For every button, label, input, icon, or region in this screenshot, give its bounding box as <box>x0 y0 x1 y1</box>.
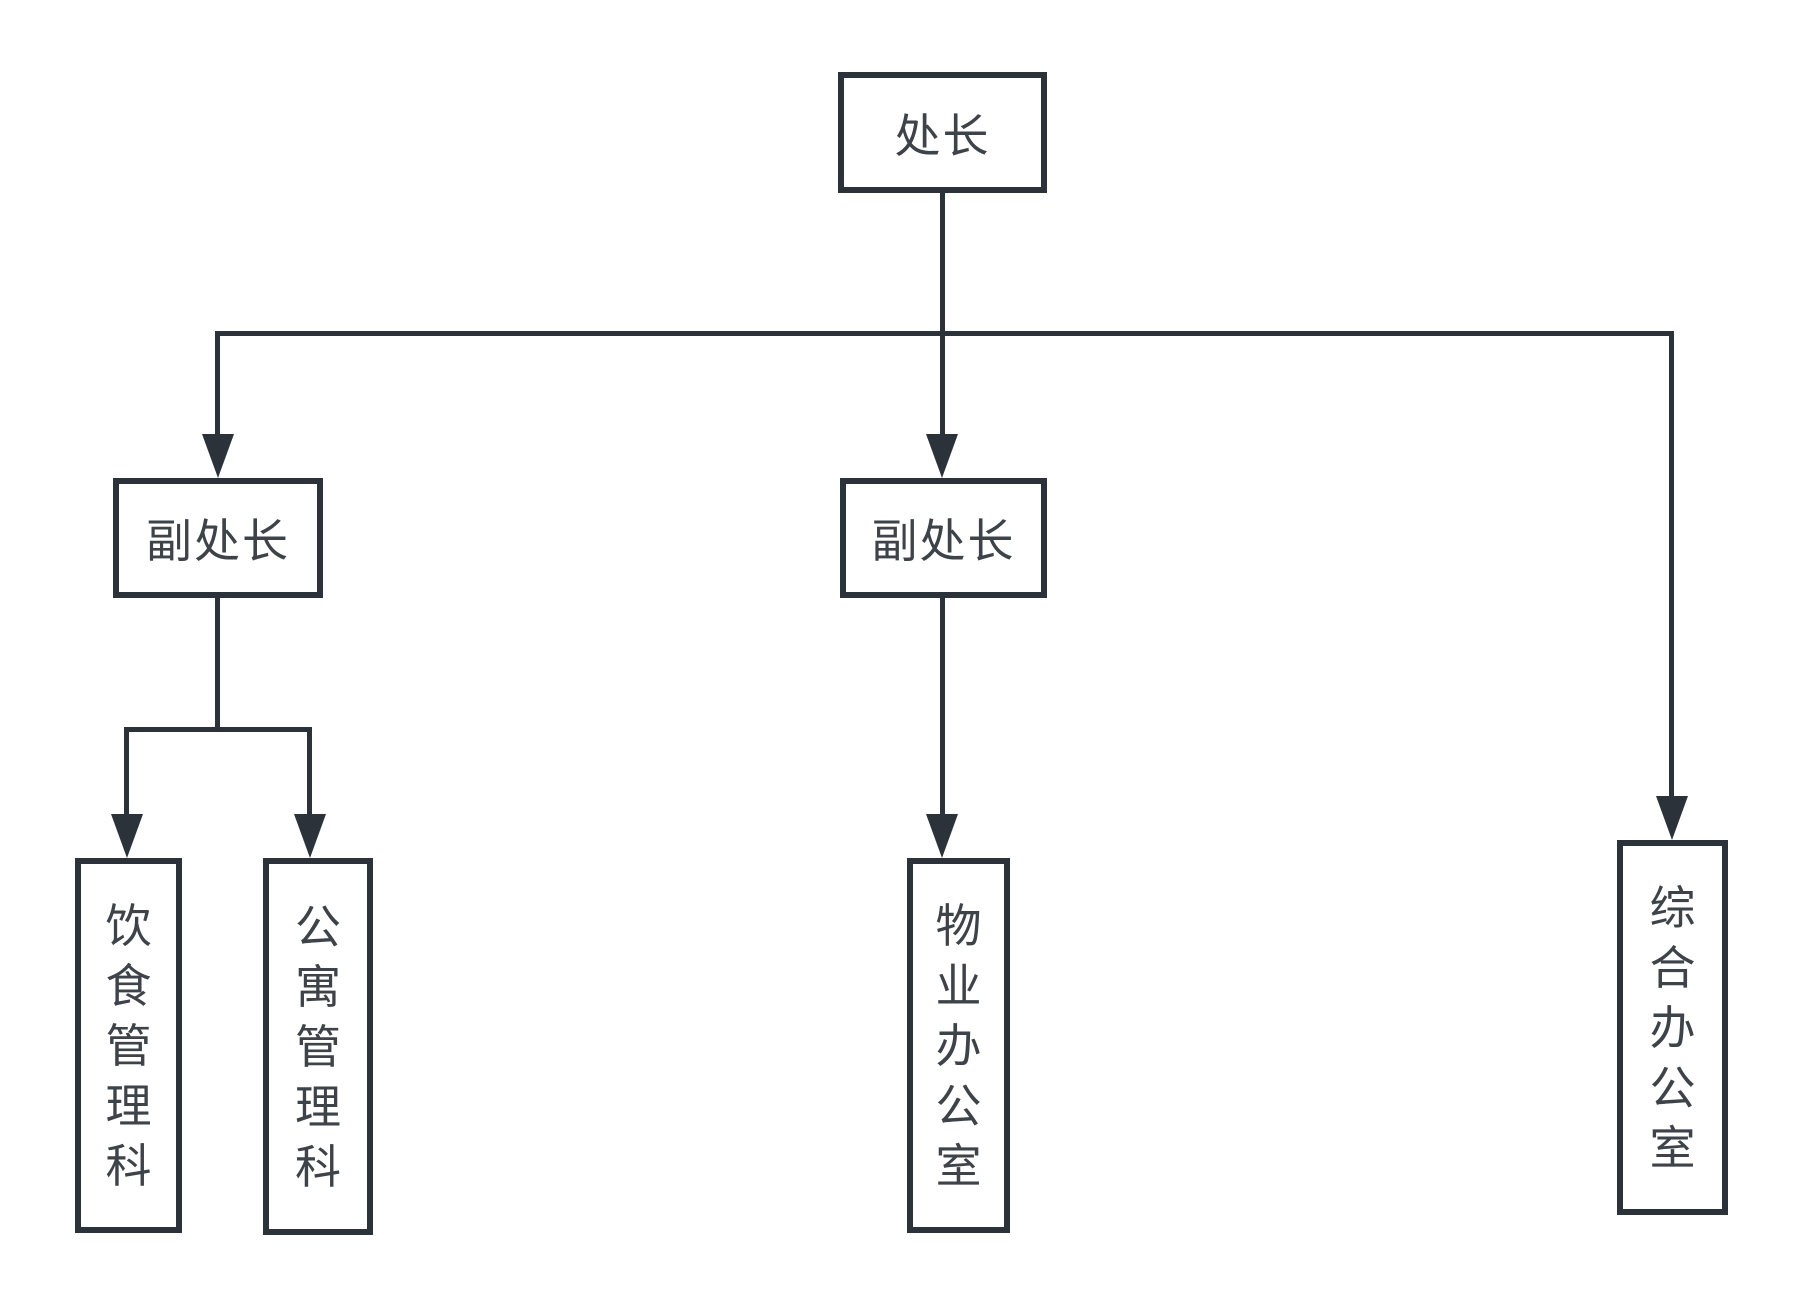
node-deputy-center: 副处长 <box>840 478 1047 598</box>
node-food-section: 饮食管理科 <box>75 858 182 1233</box>
arrow-down-icon <box>1656 796 1688 840</box>
node-food-section-label: 饮食管理科 <box>105 899 152 1192</box>
node-director-label: 处长 <box>894 109 991 162</box>
arrow-down-icon <box>202 434 234 478</box>
node-director: 处长 <box>838 72 1047 193</box>
connector-deputy-left-down <box>215 598 220 732</box>
node-apartment-section: 公寓管理科 <box>263 858 373 1235</box>
node-apartment-section-label: 公寓管理科 <box>295 900 341 1193</box>
node-general-office-label: 综合办公室 <box>1649 881 1696 1174</box>
node-property-office-label: 物业办公室 <box>935 899 982 1192</box>
arrow-down-icon <box>926 434 958 478</box>
arrow-down-icon <box>111 814 143 858</box>
connector-drop-general-office <box>1669 331 1674 798</box>
connector-drop-apartment <box>307 727 312 816</box>
node-deputy-center-label: 副处长 <box>871 515 1016 567</box>
connector-deputy-center-down <box>940 598 945 816</box>
node-property-office: 物业办公室 <box>907 858 1010 1233</box>
connector-drop-deputy-left <box>215 331 220 436</box>
arrow-down-icon <box>294 814 326 858</box>
node-deputy-left: 副处长 <box>113 478 323 598</box>
connector-sub-rail <box>124 727 312 732</box>
node-deputy-left-label: 副处长 <box>146 515 290 567</box>
connector-drop-food-section <box>124 727 129 816</box>
node-general-office: 综合办公室 <box>1617 840 1728 1215</box>
arrow-down-icon <box>926 814 958 858</box>
connector-director-down <box>940 193 945 436</box>
connector-main-rail <box>215 331 1674 336</box>
